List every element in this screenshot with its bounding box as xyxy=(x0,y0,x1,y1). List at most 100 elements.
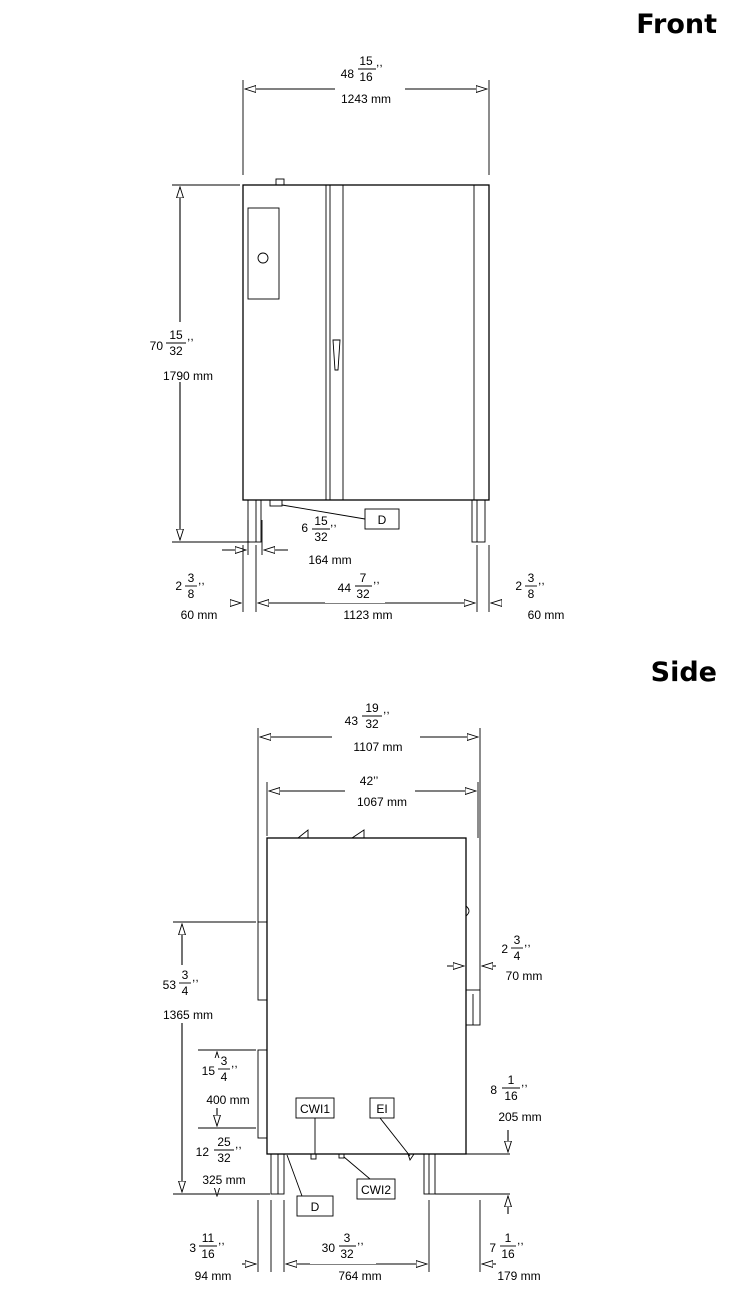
front-right-leg-mm: 60 mm xyxy=(528,608,565,622)
side-body-in: 42’’ xyxy=(360,774,378,788)
front-leg-span-in: 44 xyxy=(338,581,352,595)
svg-text:3: 3 xyxy=(182,968,189,982)
svg-text:,,: ,, xyxy=(373,572,380,586)
side-top-vent-2 xyxy=(351,829,365,839)
side-height-in: 53 xyxy=(163,978,177,992)
front-drain-label-box xyxy=(364,508,400,530)
svg-text:32: 32 xyxy=(340,1247,354,1261)
svg-text:,,: ,, xyxy=(376,55,383,69)
side-front-leg-mm: 94 mm xyxy=(195,1269,232,1283)
svg-text:3: 3 xyxy=(221,1054,228,1068)
side-rear-mm: 70 mm xyxy=(506,969,543,983)
svg-text:,,: ,, xyxy=(187,329,194,343)
side-height-mm: 1365 mm xyxy=(163,1008,213,1022)
side-drain-label: D xyxy=(311,1200,320,1214)
front-left-leg-mm: 60 mm xyxy=(181,608,218,622)
side-overall-mm: 1107 mm xyxy=(353,740,402,754)
svg-text:3: 3 xyxy=(514,933,521,947)
svg-text:32: 32 xyxy=(217,1151,231,1165)
front-width-mm: 1243 mm xyxy=(341,92,391,106)
side-right-h-mm: 205 mm xyxy=(498,1110,541,1124)
front-unit-body xyxy=(242,184,490,501)
side-body-mm: 1067 mm xyxy=(357,795,407,809)
side-rear-leg xyxy=(423,1153,436,1195)
front-left-leg-in: 2 xyxy=(175,579,182,593)
svg-text:4: 4 xyxy=(514,949,521,963)
front-height-in: 70 xyxy=(150,339,164,353)
svg-text:,,: ,, xyxy=(357,1233,364,1247)
svg-text:4: 4 xyxy=(221,1070,228,1084)
svg-text:4: 4 xyxy=(182,984,189,998)
side-low-mm: 325 mm xyxy=(202,1173,245,1187)
cwi2-label-box xyxy=(356,1178,396,1200)
door-panel-upper xyxy=(257,921,268,1001)
front-width-in: 48 xyxy=(341,67,355,81)
svg-text:,,: ,, xyxy=(330,515,337,529)
svg-text:15: 15 xyxy=(314,514,328,528)
front-drain-label: D xyxy=(378,513,387,527)
side-low-in: 12 xyxy=(196,1145,210,1159)
svg-text:32: 32 xyxy=(365,717,379,731)
side-title: Side xyxy=(651,657,717,688)
svg-text:16: 16 xyxy=(359,70,373,84)
svg-text:,,: ,, xyxy=(524,935,531,949)
svg-text:15: 15 xyxy=(169,328,183,342)
cwi1-port xyxy=(310,1153,317,1160)
svg-text:11: 11 xyxy=(202,1231,215,1245)
svg-text:1: 1 xyxy=(508,1073,515,1087)
side-mid-mm: 400 mm xyxy=(206,1093,249,1107)
svg-text:,,: ,, xyxy=(521,1075,528,1089)
front-leg-span-mm: 1123 mm xyxy=(343,608,392,622)
cwi2-port xyxy=(338,1153,345,1159)
side-drain-label-box xyxy=(296,1195,334,1217)
side-unit-body xyxy=(266,837,467,1155)
front-drain-in: 6 xyxy=(301,521,308,535)
front-left-leg xyxy=(247,499,262,543)
side-front-leg-in: 3 xyxy=(189,1241,196,1255)
svg-text:,,: ,, xyxy=(538,573,545,587)
side-leg-span-mm: 764 mm xyxy=(338,1269,381,1283)
ei-label: EI xyxy=(376,1102,387,1116)
svg-text:,,: ,, xyxy=(218,1233,225,1247)
front-right-leg-in: 2 xyxy=(515,579,522,593)
svg-text:19: 19 xyxy=(365,701,379,715)
side-right-h-in: 8 xyxy=(490,1083,497,1097)
front-height-mm: 1790 mm xyxy=(163,369,213,383)
svg-text:8: 8 xyxy=(528,587,535,601)
side-rear-in: 2 xyxy=(501,942,508,956)
svg-text:15: 15 xyxy=(359,54,373,68)
svg-text:,,: ,, xyxy=(231,1056,238,1070)
side-overall-in: 43 xyxy=(345,714,359,728)
svg-text:1: 1 xyxy=(505,1231,512,1245)
front-drain-stub xyxy=(269,499,283,507)
side-mid-in: 15 xyxy=(202,1064,216,1078)
side-top-vent-1 xyxy=(297,829,309,839)
svg-text:3: 3 xyxy=(188,571,195,585)
svg-text:,,: ,, xyxy=(383,702,390,716)
front-drain-mm: 164 mm xyxy=(308,553,351,567)
ei-label-box xyxy=(369,1097,395,1119)
svg-text:16: 16 xyxy=(501,1247,515,1261)
cwi1-label: CWI1 xyxy=(300,1102,330,1116)
side-leg-span-in: 30 xyxy=(322,1241,336,1255)
side-rear-leg-mm: 179 mm xyxy=(497,1269,540,1283)
svg-text:32: 32 xyxy=(169,344,183,358)
svg-text:,,: ,, xyxy=(235,1137,242,1151)
svg-text:7: 7 xyxy=(360,571,367,585)
svg-text:3: 3 xyxy=(528,571,535,585)
side-front-leg xyxy=(270,1153,285,1195)
front-right-leg xyxy=(471,499,486,543)
control-knob xyxy=(257,252,269,264)
svg-text:16: 16 xyxy=(504,1089,518,1103)
svg-text:,,: ,, xyxy=(198,573,205,587)
side-rear-leg-in: 7 xyxy=(489,1241,496,1255)
front-view: 48 15 16 ,, 1243 mm 70 15 32 ,, 1790 mm … xyxy=(144,54,564,622)
ei-port xyxy=(407,1153,415,1162)
front-title: Front xyxy=(636,9,717,40)
svg-text:8: 8 xyxy=(188,587,195,601)
rear-vent xyxy=(465,905,470,917)
svg-text:32: 32 xyxy=(356,587,370,601)
control-panel xyxy=(247,207,280,300)
svg-text:3: 3 xyxy=(344,1231,351,1245)
